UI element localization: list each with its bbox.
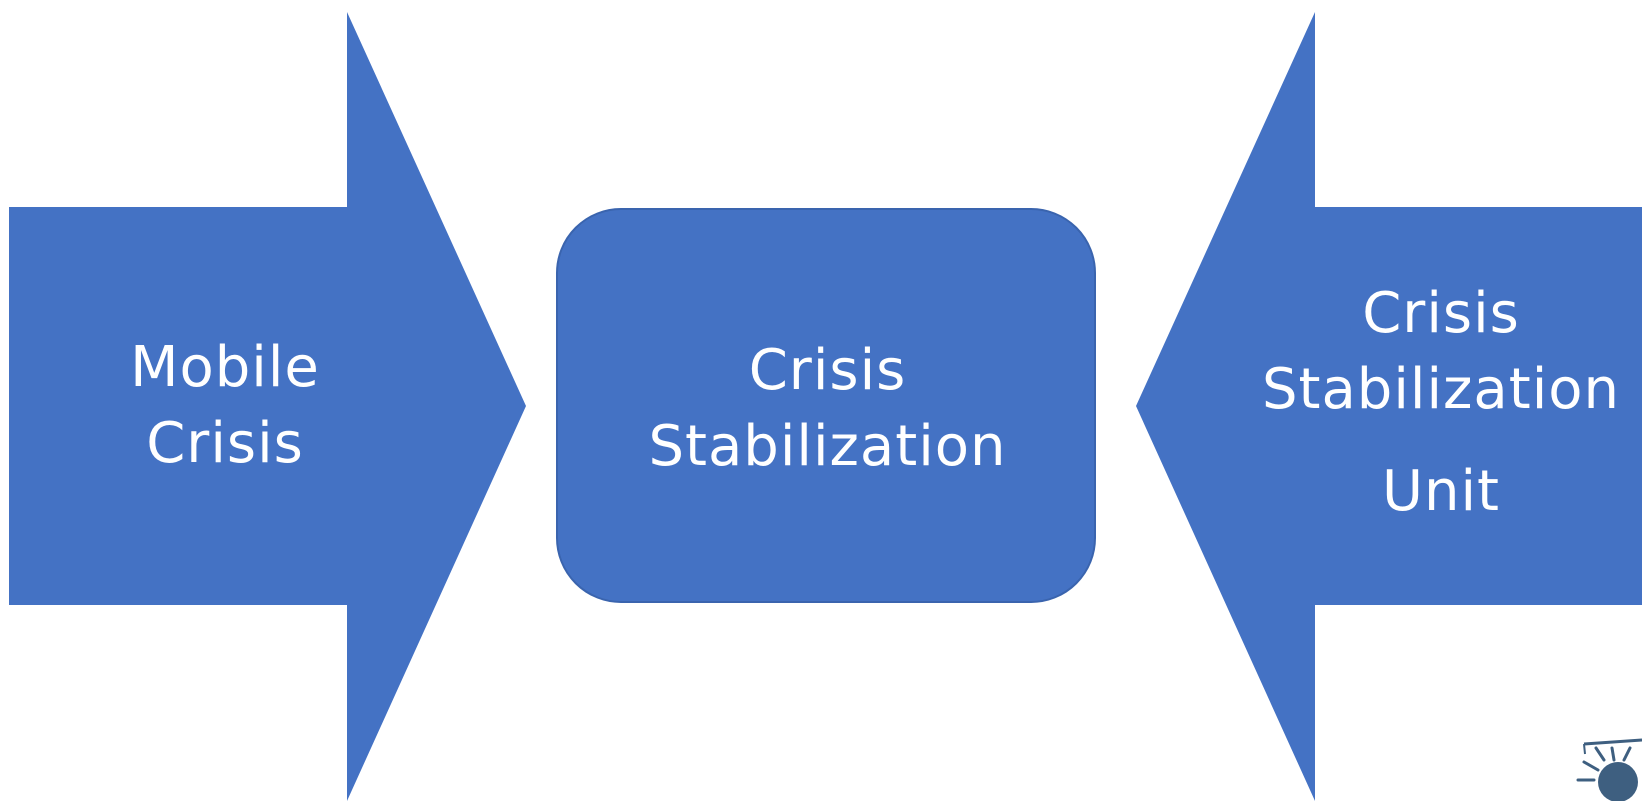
sun-logo-icon [1570, 732, 1642, 802]
right-label-line-2: Stabilization [1261, 357, 1621, 422]
mobile-crisis-label: Mobile Crisis [40, 330, 410, 482]
right-arrow-shape [1136, 12, 1642, 801]
left-label-line-1: Mobile [130, 335, 320, 400]
center-box-shape [556, 208, 1096, 603]
crisis-stabilization-label: Crisis Stabilization [560, 333, 1095, 485]
crisis-stabilization-unit-label: Crisis Stabilization Unit [1240, 276, 1642, 530]
right-label-line-1: Crisis [1362, 281, 1520, 346]
center-label-line-2: Stabilization [648, 414, 1007, 479]
left-label-line-2: Crisis [146, 411, 304, 476]
left-arrow-shape [9, 12, 526, 801]
right-label-line-3: Unit [1382, 459, 1500, 524]
center-label-line-1: Crisis [748, 338, 907, 403]
